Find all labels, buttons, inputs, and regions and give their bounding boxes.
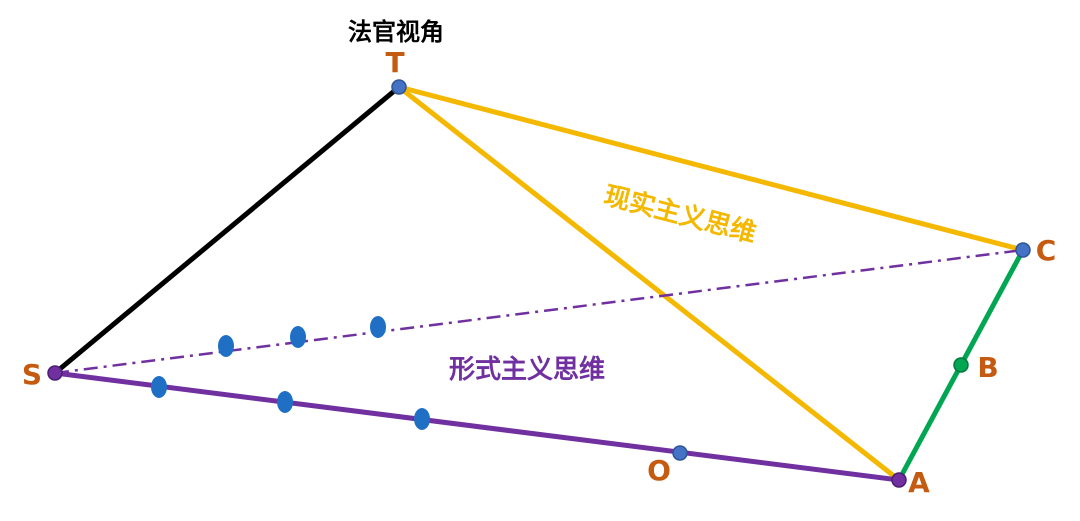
point-c-marker (1015, 242, 1031, 258)
formalism-thinking-label: 形式主义思维 (449, 354, 605, 385)
point-c-label: C (1036, 234, 1057, 267)
point-s-marker (47, 365, 63, 381)
dot-sc-3 (370, 316, 386, 338)
point-s-label: S (22, 358, 42, 391)
realism-thinking-label: 现实主义思维 (601, 180, 760, 249)
dot-sa-2 (277, 391, 293, 413)
dot-sc-2 (290, 326, 306, 348)
point-b-label: B (977, 351, 998, 384)
point-o-marker (672, 445, 688, 461)
point-t-label: T (385, 46, 404, 79)
point-a-label: A (908, 466, 930, 499)
point-o-label: O (647, 454, 671, 487)
point-t-marker (391, 79, 407, 95)
line-t-c (398, 84, 1024, 253)
diagram-title: 法官视角 (348, 18, 444, 46)
line-s-a (54, 370, 900, 483)
point-b-marker (953, 357, 969, 373)
dot-sa-3 (414, 408, 430, 430)
dot-sa-1 (151, 376, 167, 398)
point-a-marker (891, 472, 907, 488)
line-t-s (53, 85, 401, 375)
line-s-c-dashed (54, 248, 1024, 375)
dot-sc-1 (218, 335, 234, 357)
line-t-a (397, 85, 901, 482)
